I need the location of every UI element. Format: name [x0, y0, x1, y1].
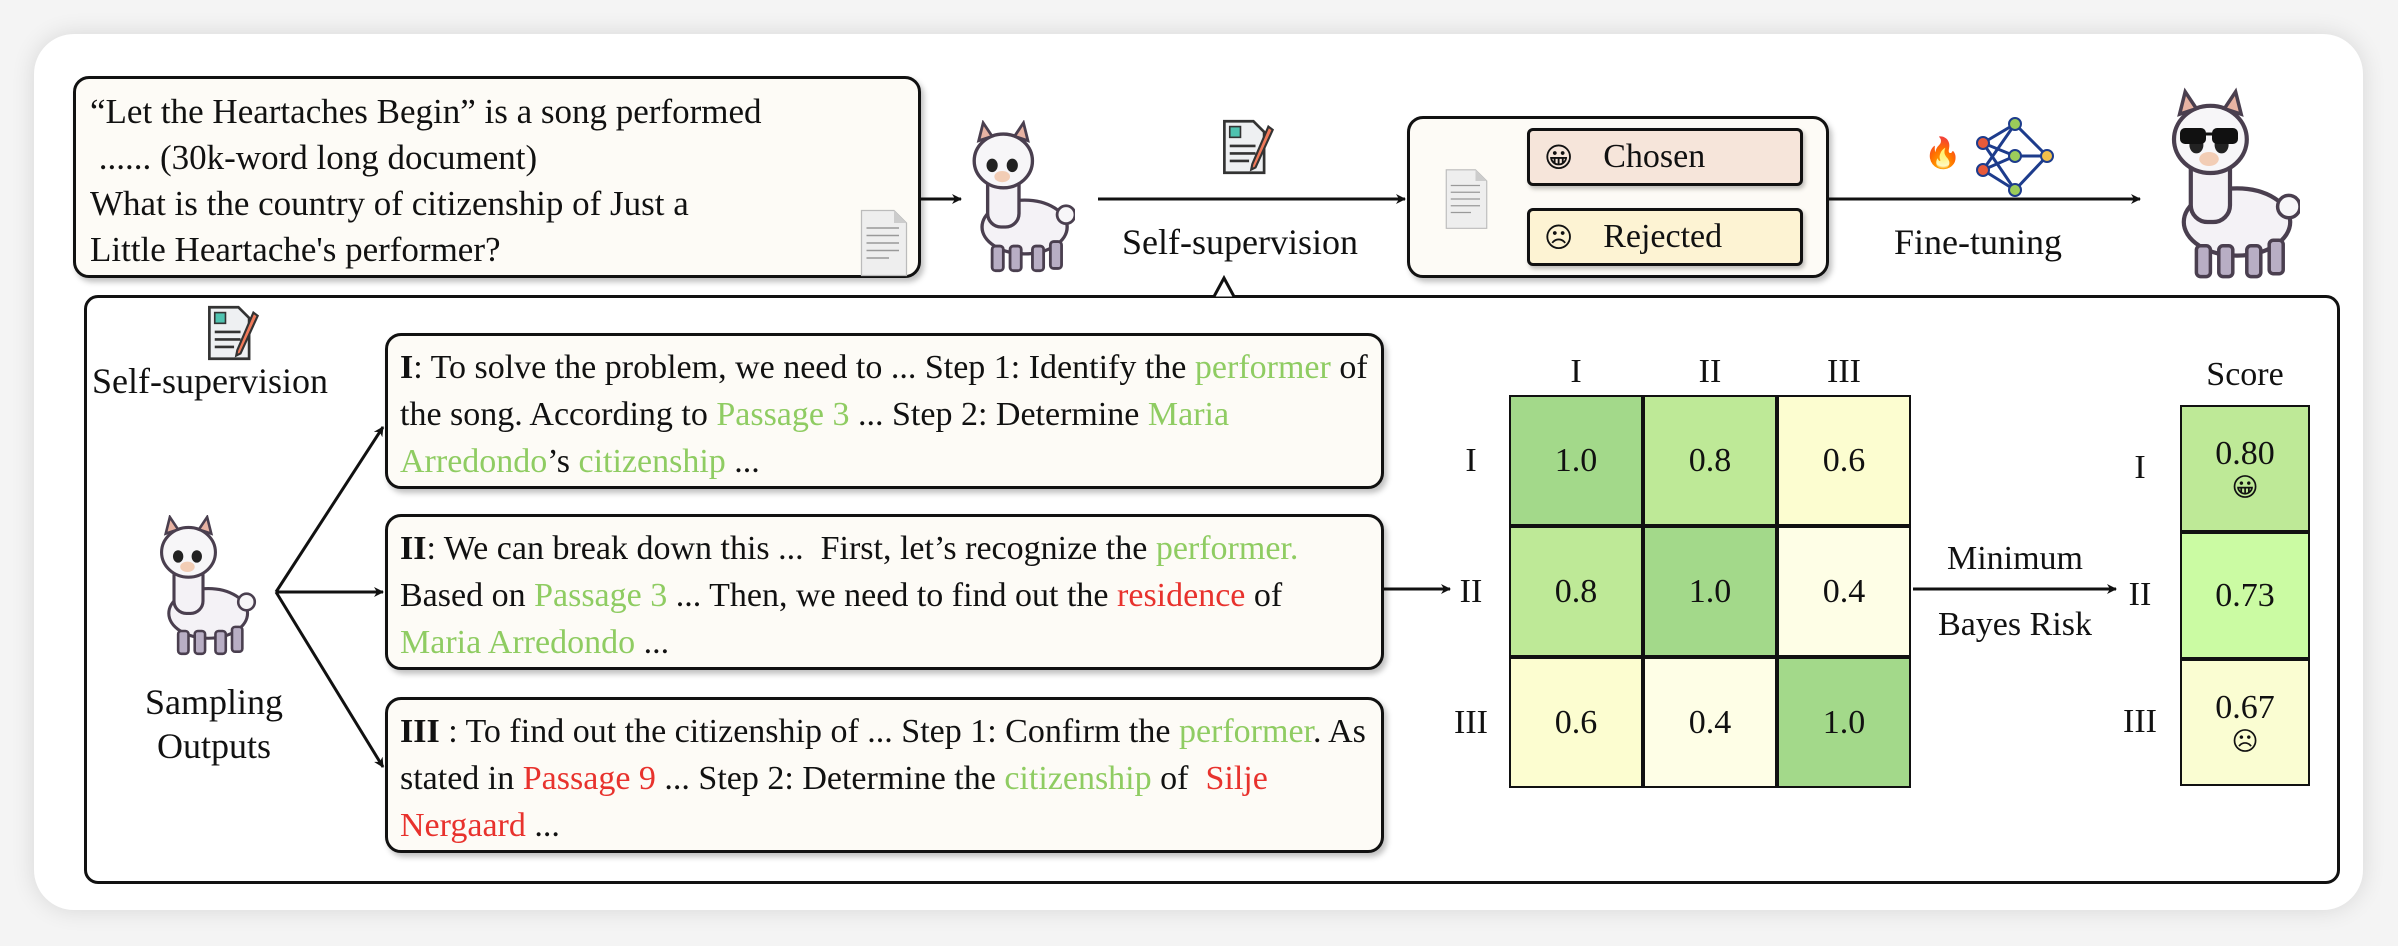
score-value: 0.80: [2215, 434, 2275, 472]
grinning-face-icon: 😀: [2231, 472, 2259, 503]
fine-tuning-label: Fine-tuning: [1894, 222, 2062, 262]
matrix-cell: 0.4: [1643, 657, 1777, 788]
matrix-col-label: II: [1698, 353, 1722, 390]
highlight-correct: citizenship: [1004, 760, 1152, 797]
matrix-row-label: III: [1454, 703, 1488, 741]
matrix-cell: 0.6: [1509, 657, 1643, 788]
highlight-correct: Passage 3: [534, 577, 668, 614]
matrix-cell: 0.4: [1777, 526, 1911, 657]
frowning-face-icon: ☹: [1544, 220, 1574, 254]
frowning-face-icon: ☹: [2231, 726, 2259, 757]
score-cell: 0.80😀: [2180, 405, 2310, 532]
score-title: Score: [2206, 356, 2284, 393]
output-text: ...: [525, 807, 560, 844]
score-value: 0.73: [2215, 576, 2275, 614]
sampling-label-line: Outputs: [156, 726, 272, 766]
highlight-correct: Maria Arredondo: [400, 624, 636, 661]
output-text: of the song. According to: [400, 349, 1377, 433]
matrix-row-label: II: [1459, 572, 1483, 610]
highlight-correct: Passage 3: [716, 396, 850, 433]
output-text: ’s: [547, 443, 579, 480]
highlight-correct: Maria Arredondo: [400, 396, 1236, 480]
matrix-row-label: I: [1465, 441, 1477, 479]
chosen-label: Chosen: [1603, 138, 1706, 175]
sunglasses-icon: [2180, 128, 2238, 144]
output-text: ...: [725, 443, 760, 480]
highlight-correct: citizenship: [578, 443, 726, 480]
output-text: ... Step 2: Determine: [849, 396, 1148, 433]
output-text: ... Step 2: Determine the: [655, 760, 1005, 797]
highlight-correct: performer.: [1155, 530, 1299, 567]
output-text: Based on: [400, 530, 1307, 614]
highlight-correct: performer: [1194, 349, 1331, 386]
output-text: of: [1245, 577, 1291, 614]
output-id: III: [400, 713, 440, 750]
query-box: “Let the Heartaches Begin” is a song per…: [73, 76, 921, 278]
grinning-face-icon: 😀: [1544, 140, 1574, 174]
panel-self-supervision-label: Self-supervision: [92, 361, 328, 401]
sampling-label-line: Sampling: [144, 682, 284, 722]
score-cell: 0.67☹: [2180, 659, 2310, 786]
fire-icon: 🔥: [1924, 136, 1962, 171]
output-text: of: [1151, 760, 1206, 797]
highlight-correct: performer: [1178, 713, 1313, 750]
output-text: : To solve the problem, we need to ... S…: [413, 349, 1195, 386]
score-row-label: III: [2123, 703, 2157, 740]
matrix-cell: 1.0: [1777, 657, 1911, 788]
output-text: : To find out the citizenship of ... Ste…: [439, 713, 1179, 750]
sampled-output-2: II: We can break down this ... First, le…: [385, 514, 1384, 670]
panel-notch: [1200, 274, 1250, 298]
matrix-cell: 1.0: [1509, 395, 1643, 526]
mbr-label-minimum: Minimum: [1946, 540, 2084, 577]
matrix-cell: 0.8: [1509, 526, 1643, 657]
query-line: “Let the Heartaches Begin” is a song per…: [90, 92, 762, 131]
output-id: I: [400, 349, 414, 386]
score-row-label: I: [2134, 449, 2146, 486]
sampled-output-1: I: To solve the problem, we need to ... …: [385, 333, 1384, 489]
sampled-output-3: III : To find out the citizenship of ...…: [385, 697, 1384, 853]
query-line: What is the country of citizenship of Ju…: [90, 184, 689, 223]
query-line: Little Heartache's performer?: [90, 230, 501, 269]
matrix-cell: 0.6: [1777, 395, 1911, 526]
highlight-incorrect: residence: [1117, 577, 1246, 614]
score-cell: 0.73: [2180, 532, 2310, 659]
score-value: 0.67: [2215, 688, 2275, 726]
self-supervision-label: Self-supervision: [1122, 222, 1358, 262]
preference-pair-box: 😀 Chosen ☹ Rejected: [1407, 116, 1829, 278]
output-id: II: [400, 530, 427, 567]
matrix-col-label: I: [1570, 353, 1582, 390]
highlight-incorrect: Passage 9: [522, 760, 656, 797]
matrix-cell: 1.0: [1643, 526, 1777, 657]
rejected-label: Rejected: [1603, 218, 1723, 255]
output-text: ...: [635, 624, 670, 661]
finetuned-llama-icon: [2160, 84, 2300, 290]
highlight-incorrect: Silje Nergaard: [400, 760, 1277, 844]
query-line: ...... (30k-word long document): [90, 138, 538, 177]
matrix-col-label: III: [1827, 353, 1861, 390]
chosen-pill: 😀 Chosen: [1527, 128, 1803, 186]
score-row-label: II: [2128, 576, 2152, 613]
mbr-label-bayes-risk: Bayes Risk: [1938, 606, 2092, 643]
rejected-pill: ☹ Rejected: [1527, 208, 1803, 266]
output-text: . As stated in: [400, 713, 1375, 797]
matrix-cell: 0.8: [1643, 395, 1777, 526]
output-text: ... Then, we need to find out the: [667, 577, 1118, 614]
sampling-outputs-label: Sampling Outputs: [145, 680, 283, 768]
output-text: : We can break down this ... First, let’…: [426, 530, 1156, 567]
neural-network-icon: [1976, 117, 2054, 197]
